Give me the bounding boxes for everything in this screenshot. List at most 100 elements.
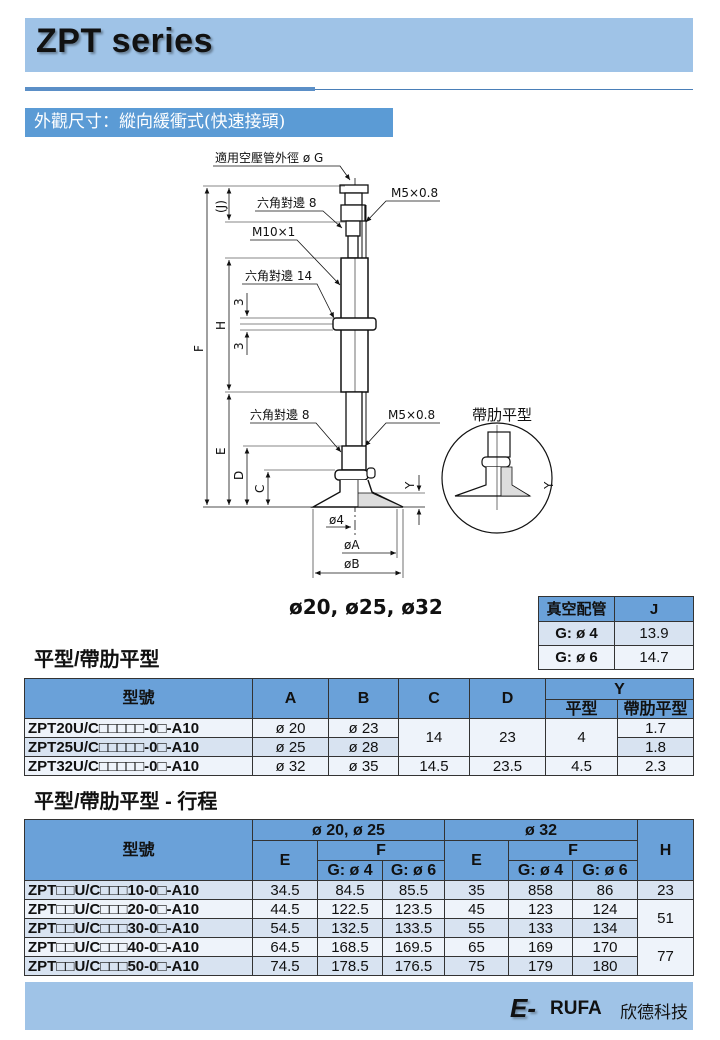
col-g6: G: ø 6 [382,860,445,881]
e-cell: 65 [444,937,509,957]
brand-name: RUFA [550,998,602,1019]
y-flat-cell: 4.5 [545,756,618,776]
label-thread-body: M10×1 [252,225,295,239]
label-thread-bottom: M5×0.8 [388,408,435,422]
f-g4-cell: 122.5 [317,899,383,919]
header-band [25,18,693,72]
footer-band [25,982,693,1030]
e-cell: 54.5 [252,918,318,938]
e-cell: 55 [444,918,509,938]
col-e: E [252,840,318,881]
y-flat-cell: 4 [545,718,618,757]
j-header-pipe: 真空配管 [538,596,615,622]
col-a: A [252,678,329,719]
f-g4-cell: 858 [508,880,573,900]
f-g6-cell: 124 [571,899,639,919]
y-ribbed-cell: 2.3 [616,756,695,776]
j-row-value: 14.7 [614,645,694,670]
col-group-20-25: ø 20, ø 25 [252,819,445,841]
dim-d: D [232,471,246,480]
j-header-j: J [614,596,694,622]
col-y-ribbed: 帶肋平型 [616,699,695,719]
f-g4-cell: 123 [508,899,573,919]
f-g6-cell: 123.5 [382,899,445,919]
col-g6: G: ø 6 [571,860,639,881]
f-g4-cell: 179 [508,956,573,976]
f-g6-cell: 85.5 [382,880,445,900]
label-thread-top: M5×0.8 [391,186,438,200]
f-g4-cell: 178.5 [317,956,383,976]
f-g4-cell: 133 [508,918,573,938]
model-cell: ZPT□□U/C□□□10-0□-A10 [24,880,253,900]
e-cell: 75 [444,956,509,976]
e-cell: 74.5 [252,956,318,976]
f-g6-cell: 133.5 [382,918,445,938]
table-row: ZPT32U/C□□□□□-0□-A10 ø 32 ø 35 14.5 23.5… [24,756,695,776]
label-hex-nut: 六角對邊 14 [245,269,312,283]
label-detail-title: 帶肋平型 [472,406,532,424]
e-cell: 45 [444,899,509,919]
dimension-drawing: 適用空壓管外徑 ø G M5×0.8 六角對邊 8 M10×1 六角對邊 14 … [192,150,556,619]
col-h: H [637,819,695,881]
e-cell: 35 [444,880,509,900]
f-g4-cell: 132.5 [317,918,383,938]
model-cell: ZPT□□U/C□□□30-0□-A10 [24,918,253,938]
dim-y-detail: Y [542,481,556,490]
col-group-32: ø 32 [443,819,639,841]
table-row: ZPT□□U/C□□□30-0□-A10 54.5 132.5 133.5 55… [24,918,694,938]
pad-sizes: ø20, ø25, ø32 [289,595,443,619]
h-cell: 77 [637,937,695,976]
f-g6-cell: 134 [571,918,639,938]
model-cell: ZPT□□U/C□□□20-0□-A10 [24,899,253,919]
y-ribbed-cell: 1.7 [616,718,695,738]
f-g6-cell: 170 [571,937,639,957]
b-cell: ø 35 [328,756,399,776]
label-hex-bottom: 六角對邊 8 [250,408,309,422]
c-cell: 14 [398,718,470,757]
col-model: 型號 [24,819,253,881]
col-model: 型號 [24,678,253,719]
col-c: C [398,678,470,719]
dim-e: E [214,447,228,455]
c-cell: 14.5 [398,756,470,776]
col-y: Y [544,678,695,700]
dim-y: Y [403,481,417,490]
a-cell: ø 32 [252,756,329,776]
model-cell: ZPT32U/C□□□□□-0□-A10 [24,756,253,776]
dim-3-upper: 3 [232,298,246,306]
dim-f: F [192,345,206,352]
divider-accent [25,87,315,91]
brand-logo: E- [510,993,536,1023]
f-g6-cell: 86 [571,880,639,900]
f-g4-cell: 168.5 [317,937,383,957]
col-e: E [444,840,509,881]
dim-c: C [253,485,267,493]
h-cell: 51 [637,899,695,938]
d-cell: 23.5 [469,756,546,776]
a-cell: ø 20 [252,718,329,738]
f-g6-cell: 176.5 [382,956,445,976]
stroke-table: 型號 ø 20, ø 25 ø 32 H E F E F G: ø 4 G: ø… [24,819,695,976]
label-hex-top: 六角對邊 8 [257,196,316,210]
dim-a: øA [344,538,360,552]
company-name: 欣德科技 [620,1003,688,1022]
j-row-g: G: ø 4 [538,621,615,646]
e-cell: 34.5 [252,880,318,900]
col-f: F [507,840,639,861]
f-g6-cell: 180 [571,956,639,976]
dimensions-table: 型號 A B C D Y 平型 帶肋平型 ZPT20U/C□□□□□-0□-A1… [24,678,695,776]
dim-3-lower: 3 [232,342,246,350]
a-cell: ø 25 [252,737,329,757]
col-y-flat: 平型 [545,699,618,719]
f-g6-cell: 169.5 [382,937,445,957]
j-row-value: 13.9 [614,621,694,646]
table-row: ZPT□□U/C□□□20-0□-A10 44.5 122.5 123.5 45… [24,899,695,938]
page-title: ZPT series [36,22,213,60]
table2-heading: 平型/帶肋平型 - 行程 [34,791,218,813]
model-cell: ZPT20U/C□□□□□-0□-A10 [24,718,253,738]
dim-b: øB [344,557,360,571]
e-cell: 44.5 [252,899,318,919]
section-title: 外觀尺寸：縱向緩衝式(快速接頭) [25,108,393,137]
dim-d4: ø4 [329,513,344,527]
